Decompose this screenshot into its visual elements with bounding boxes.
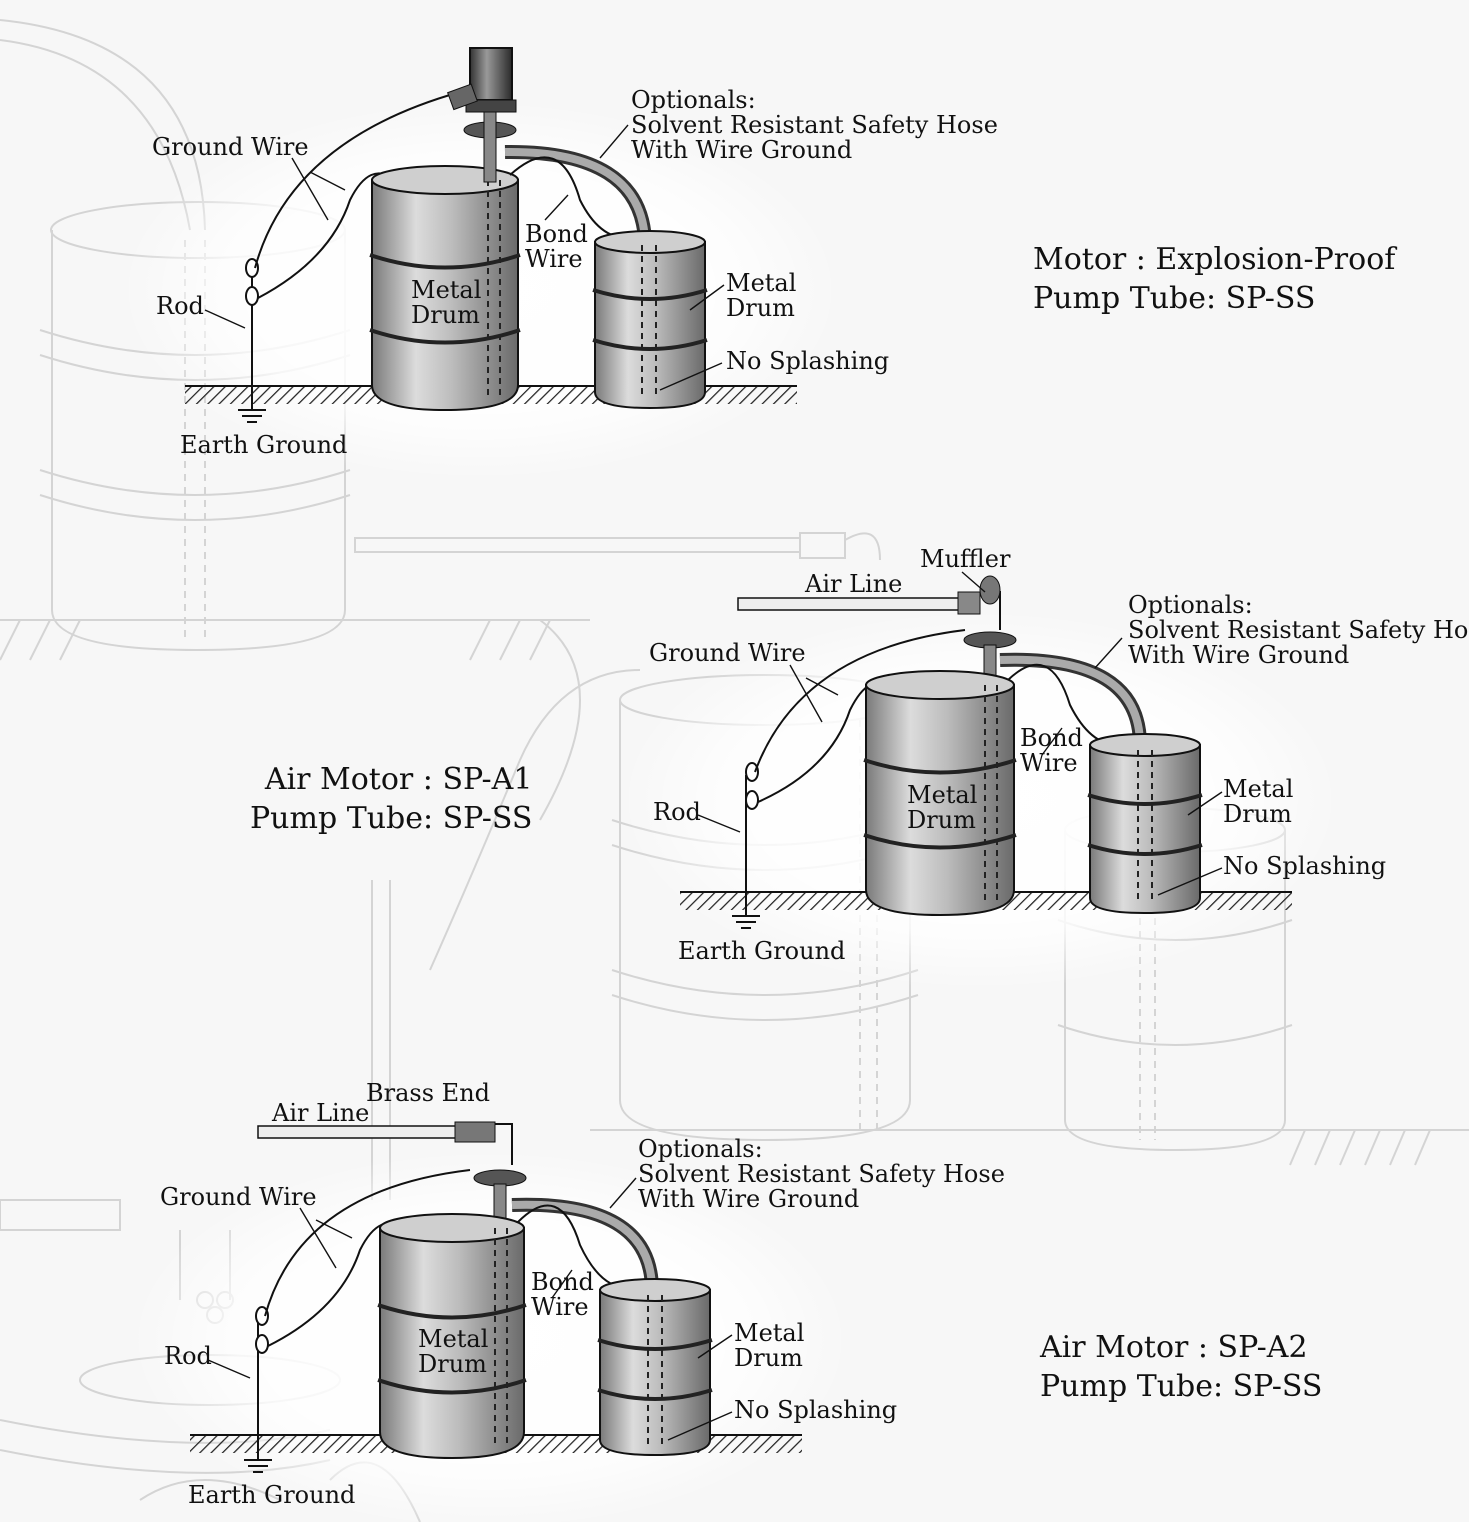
bond-wire-label-line2: Wire xyxy=(525,245,583,274)
scene-middle-artwork xyxy=(620,571,1340,990)
optionals-label-line2: Solvent Resistant Safety Hose xyxy=(1128,616,1469,645)
air-motor-icon xyxy=(473,1169,527,1230)
rod-label: Rod xyxy=(164,1342,212,1370)
ground-wire-label: Ground Wire xyxy=(649,639,806,667)
spec-block: Air Motor : SP-A1 Pump Tube: SP-SS xyxy=(250,760,532,838)
scene-bottom-artwork xyxy=(130,1121,850,1522)
bond-wire-label-line1: Bond xyxy=(531,1268,594,1296)
metal-drum-label-line1: Metal xyxy=(411,276,482,304)
no-splashing-label: No Splashing xyxy=(1223,852,1387,880)
optionals-label: Optionals: Solvent Resistant Safety Hose… xyxy=(638,1135,1005,1214)
no-splashing-label: No Splashing xyxy=(726,347,890,375)
optionals-label: Optionals: Solvent Resistant Safety Hose… xyxy=(1128,593,1469,669)
scene-top-artwork xyxy=(120,47,840,480)
earth-ground-icon xyxy=(244,1318,272,1473)
optionals-label-line2: Solvent Resistant Safety Hose xyxy=(631,111,998,140)
metal-drum-label-line2: Drum xyxy=(734,1344,803,1373)
rod-label: Rod xyxy=(156,292,204,320)
metal-drum-label: Metal Drum xyxy=(734,1319,805,1373)
metal-drum-small-icon xyxy=(1087,733,1203,915)
air-line-icon xyxy=(737,597,963,611)
spec-block: Motor : Explosion-Proof Pump Tube: SP-SS xyxy=(1033,240,1395,318)
explosion-proof-motor-icon xyxy=(447,47,517,183)
optionals-label-line1: Optionals: xyxy=(1128,593,1253,619)
bond-wire-label-line2: Wire xyxy=(531,1293,589,1322)
spec-block: Air Motor : SP-A2 Pump Tube: SP-SS xyxy=(1040,1328,1322,1406)
metal-drum-label: Metal Drum xyxy=(726,269,797,323)
spec-motor: Motor : Explosion-Proof xyxy=(1033,242,1396,277)
optionals-label: Optionals: Solvent Resistant Safety Hose… xyxy=(631,86,998,165)
metal-drum-large-icon xyxy=(369,165,521,412)
air-line-label: Air Line xyxy=(272,1099,370,1127)
metal-drum-label-line1: Metal xyxy=(418,1325,489,1353)
metal-drum-label-line1: Metal xyxy=(734,1319,805,1347)
earth-ground-label: Earth Ground xyxy=(678,937,846,965)
earth-ground-icon xyxy=(238,270,266,423)
metal-drum-label-line2: Drum xyxy=(411,301,480,330)
air-motor-icon xyxy=(963,575,1017,686)
earth-ground-label: Earth Ground xyxy=(180,431,348,459)
metal-drum-label: Metal Drum xyxy=(1223,775,1294,829)
metal-drum-label: Metal Drum xyxy=(418,1325,489,1379)
metal-drum-small-icon xyxy=(592,230,708,410)
optionals-label-line3: With Wire Ground xyxy=(1128,641,1350,669)
optionals-label-line1: Optionals: xyxy=(631,86,756,114)
spec-pump-tube: Pump Tube: SP-SS xyxy=(1040,1369,1323,1404)
earth-ground-icon xyxy=(732,775,760,929)
metal-drum-label-line1: Metal xyxy=(726,269,797,297)
optionals-label-line2: Solvent Resistant Safety Hose xyxy=(638,1160,1005,1189)
optionals-label-line3: With Wire Ground xyxy=(631,136,853,165)
metal-drum-label: Metal Drum xyxy=(411,276,482,330)
ground-wire-label: Ground Wire xyxy=(152,133,309,161)
spec-motor: Air Motor : SP-A2 xyxy=(1040,1330,1308,1365)
rod-label: Rod xyxy=(653,798,701,826)
bond-wire-label-line2: Wire xyxy=(1020,749,1078,778)
brass-end-icon xyxy=(454,1121,496,1143)
earth-ground-label: Earth Ground xyxy=(188,1481,356,1509)
optionals-label-line1: Optionals: xyxy=(638,1135,763,1163)
metal-drum-label: Metal Drum xyxy=(907,781,978,835)
metal-drum-large-icon xyxy=(377,1213,527,1460)
ground-wire-label: Ground Wire xyxy=(160,1183,317,1211)
metal-drum-label-line2: Drum xyxy=(418,1350,487,1379)
metal-drum-small-icon xyxy=(597,1278,713,1457)
spec-pump-tube: Pump Tube: SP-SS xyxy=(1033,281,1316,316)
optionals-label-line3: With Wire Ground xyxy=(638,1185,860,1214)
bond-wire-label-line1: Bond xyxy=(525,220,588,248)
metal-drum-label-line1: Metal xyxy=(1223,775,1294,803)
bond-wire-label: Bond Wire xyxy=(531,1268,594,1322)
metal-drum-large-icon xyxy=(863,670,1017,917)
air-line-label: Air Line xyxy=(805,570,903,598)
spec-pump-tube: Pump Tube: SP-SS xyxy=(250,801,533,836)
metal-drum-label-line2: Drum xyxy=(907,806,976,835)
metal-drum-label-line1: Metal xyxy=(907,781,978,809)
brass-end-label: Brass End xyxy=(366,1079,491,1107)
muffler-label: Muffler xyxy=(920,545,1011,573)
air-line-icon xyxy=(257,1125,459,1139)
bond-wire-label: Bond Wire xyxy=(1020,724,1083,778)
spec-motor: Air Motor : SP-A1 xyxy=(264,762,533,797)
bond-wire-label: Bond Wire xyxy=(525,220,588,274)
bond-wire-label-line1: Bond xyxy=(1020,724,1083,752)
no-splashing-label: No Splashing xyxy=(734,1396,898,1424)
metal-drum-label-line2: Drum xyxy=(726,294,795,323)
metal-drum-label-line2: Drum xyxy=(1223,800,1292,829)
